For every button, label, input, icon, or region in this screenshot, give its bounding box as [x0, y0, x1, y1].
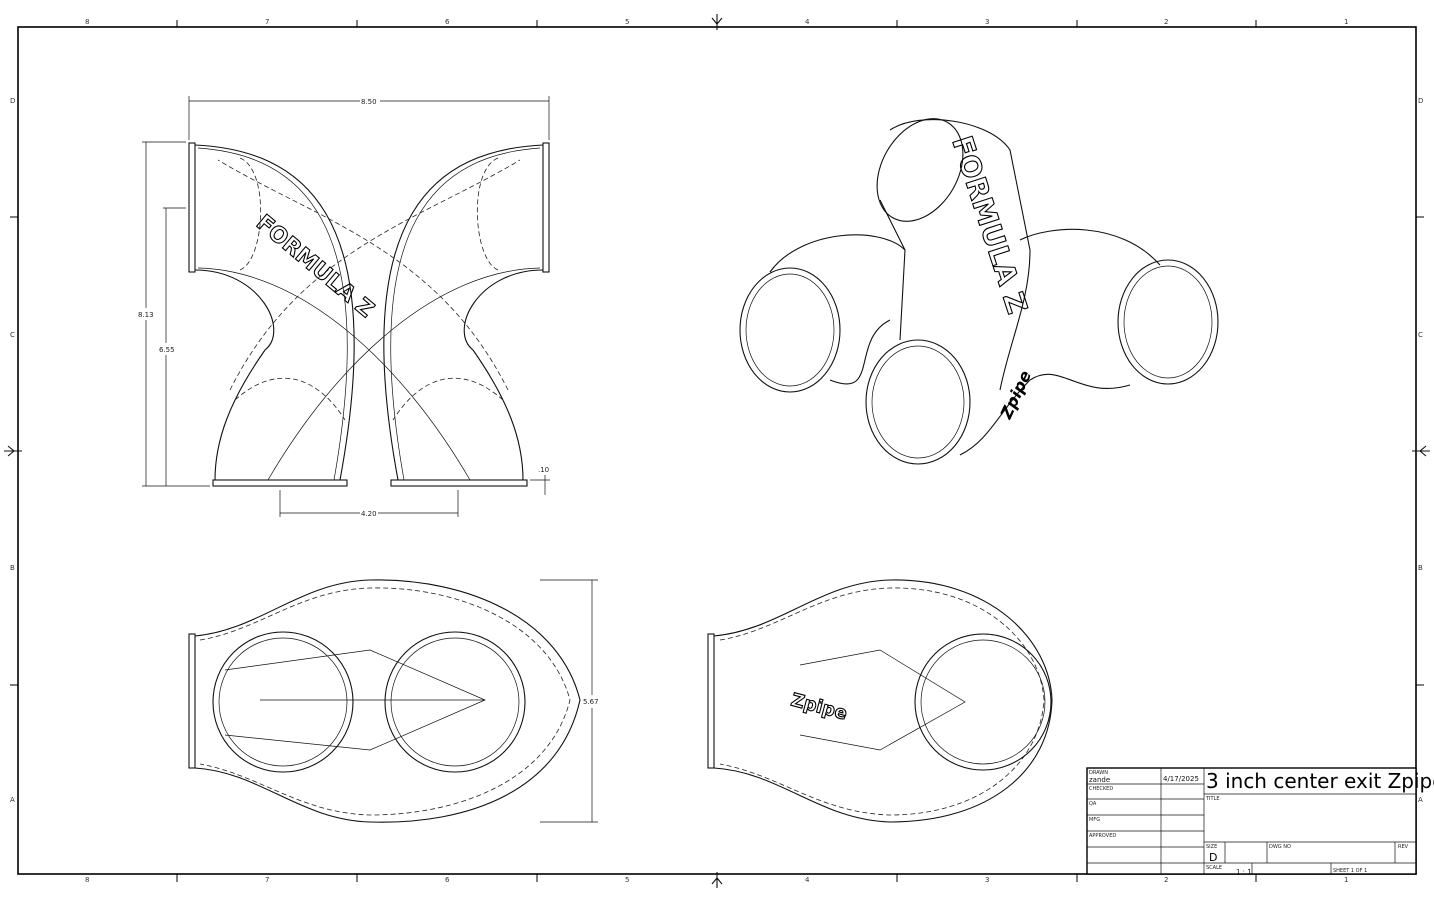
svg-text:6: 6 — [445, 876, 450, 884]
isometric-view: FORMULA Z Zpipe — [739, 118, 1219, 465]
svg-text:B: B — [10, 564, 15, 572]
svg-text:8: 8 — [85, 18, 89, 26]
svg-text:Zpipe: Zpipe — [789, 690, 850, 725]
svg-text:2: 2 — [1164, 18, 1168, 26]
svg-text:D: D — [10, 97, 15, 105]
svg-text:7: 7 — [265, 18, 269, 26]
drawing-title: 3 inch center exit Zpipe — [1206, 769, 1434, 793]
iso-engraving-side: Zpipe — [996, 367, 1035, 422]
engraving-text: FORMULA Z — [251, 210, 378, 322]
svg-text:C: C — [10, 331, 15, 339]
front-view: FORMULA Z 8.50 8.13 6.55 .10 4.20 — [138, 96, 550, 518]
iso-engraving-main: FORMULA Z — [945, 132, 1033, 318]
approved-label: APPROVED — [1089, 833, 1116, 839]
svg-text:8: 8 — [85, 876, 89, 884]
qa-label: QA — [1089, 801, 1097, 807]
sheet-number: SHEET 1 OF 1 — [1333, 868, 1367, 874]
bottom-view: 5.67 — [188, 579, 599, 823]
dimensions — [142, 96, 550, 517]
size-label: SIZE — [1206, 844, 1217, 850]
svg-text:5: 5 — [625, 876, 629, 884]
svg-text:1: 1 — [1344, 876, 1348, 884]
svg-text:4: 4 — [805, 876, 810, 884]
scale-value: 1 : 1 — [1236, 868, 1252, 876]
svg-text:2: 2 — [1164, 876, 1168, 884]
svg-text:7: 7 — [265, 876, 269, 884]
svg-text:C: C — [1418, 331, 1423, 339]
dim-flange: .10 — [538, 466, 549, 474]
dim-width: 8.50 — [361, 98, 377, 106]
drawn-by: zande — [1089, 776, 1110, 784]
scale-label: SCALE — [1206, 865, 1222, 871]
svg-text:B: B — [1418, 564, 1423, 572]
title-label: TITLE — [1205, 796, 1220, 802]
drawn-date: 4/17/2025 — [1163, 775, 1199, 783]
dim-depth: 5.67 — [583, 698, 599, 706]
zone-labels-bottom: 8 7 6 5 4 3 2 1 — [85, 876, 1348, 884]
svg-text:A: A — [1418, 796, 1423, 804]
svg-text:D: D — [1418, 97, 1423, 105]
title-block: DRAWN zande 4/17/2025 CHECKED QA MFG APP… — [1086, 767, 1434, 876]
svg-text:6: 6 — [445, 18, 450, 26]
sheet-border — [17, 26, 1417, 875]
center-marks — [4, 14, 1430, 888]
svg-text:3: 3 — [985, 876, 989, 884]
checked-label: CHECKED — [1089, 786, 1113, 792]
drawn-label: DRAWN — [1089, 770, 1108, 776]
svg-text:1: 1 — [1344, 18, 1348, 26]
zone-ticks — [10, 20, 1424, 882]
dim-outlet-spacing: 4.20 — [361, 510, 377, 518]
size-value: D — [1209, 851, 1217, 864]
dim-inner-height: 6.55 — [159, 346, 175, 354]
svg-text:4: 4 — [805, 18, 810, 26]
zone-labels-side: D C B A D C B A — [10, 97, 1423, 804]
zone-labels-top: 8 7 6 5 4 3 2 1 — [85, 18, 1348, 26]
dim-height: 8.13 — [138, 311, 154, 319]
svg-text:3: 3 — [985, 18, 989, 26]
dwg-no-label: DWG NO — [1269, 844, 1291, 850]
svg-text:5: 5 — [625, 18, 629, 26]
svg-text:A: A — [10, 796, 15, 804]
rev-label: REV — [1398, 844, 1409, 850]
mfg-label: MFG — [1089, 817, 1100, 823]
side-view: Zpipe — [707, 579, 1053, 823]
